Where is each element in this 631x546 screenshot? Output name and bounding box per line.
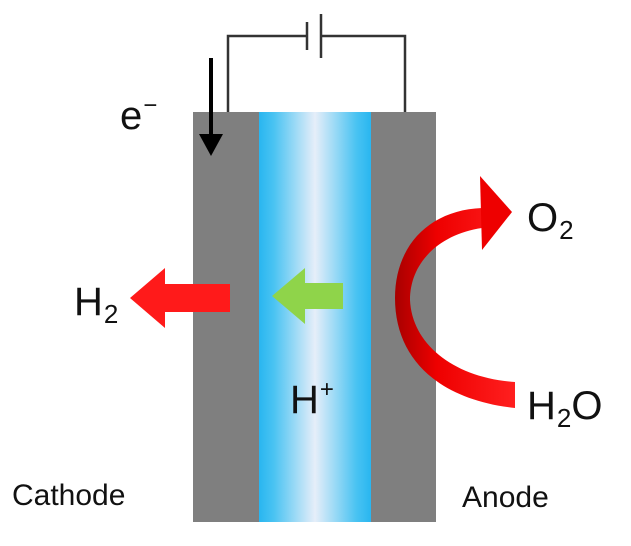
oxygen-label: O2 bbox=[527, 196, 574, 243]
down-arrow-icon bbox=[199, 58, 223, 156]
electron-label: e− bbox=[120, 94, 157, 138]
hydrogen-subscript: 2 bbox=[103, 299, 119, 329]
cathode-electrode bbox=[193, 112, 259, 522]
circuit-wire-right bbox=[321, 34, 407, 112]
anode-label: Anode bbox=[462, 481, 549, 514]
electron-charge: − bbox=[143, 92, 158, 119]
proton-label: H+ bbox=[290, 378, 334, 422]
hydrogen-symbol: H bbox=[74, 280, 103, 324]
curved-arrow-icon bbox=[395, 176, 515, 408]
oxygen-symbol: O bbox=[527, 196, 559, 240]
proton-charge: + bbox=[319, 376, 334, 403]
water-subscript: 2 bbox=[556, 403, 572, 433]
left-arrow-icon bbox=[130, 268, 230, 328]
proton-exchange-membrane bbox=[259, 112, 371, 522]
electron-symbol: e bbox=[120, 94, 143, 138]
water-label: H2O bbox=[527, 384, 603, 431]
circuit-wire bbox=[226, 34, 307, 112]
proton-symbol: H bbox=[290, 378, 319, 422]
oxygen-subscript: 2 bbox=[559, 215, 574, 245]
cathode-label: Cathode bbox=[12, 479, 126, 512]
water-symbol-o: O bbox=[571, 384, 603, 428]
hydrogen-label: H2 bbox=[74, 280, 118, 327]
proton-left-arrow-icon bbox=[272, 268, 343, 324]
battery-symbol-icon bbox=[305, 14, 323, 58]
water-symbol-h: H bbox=[527, 384, 556, 428]
